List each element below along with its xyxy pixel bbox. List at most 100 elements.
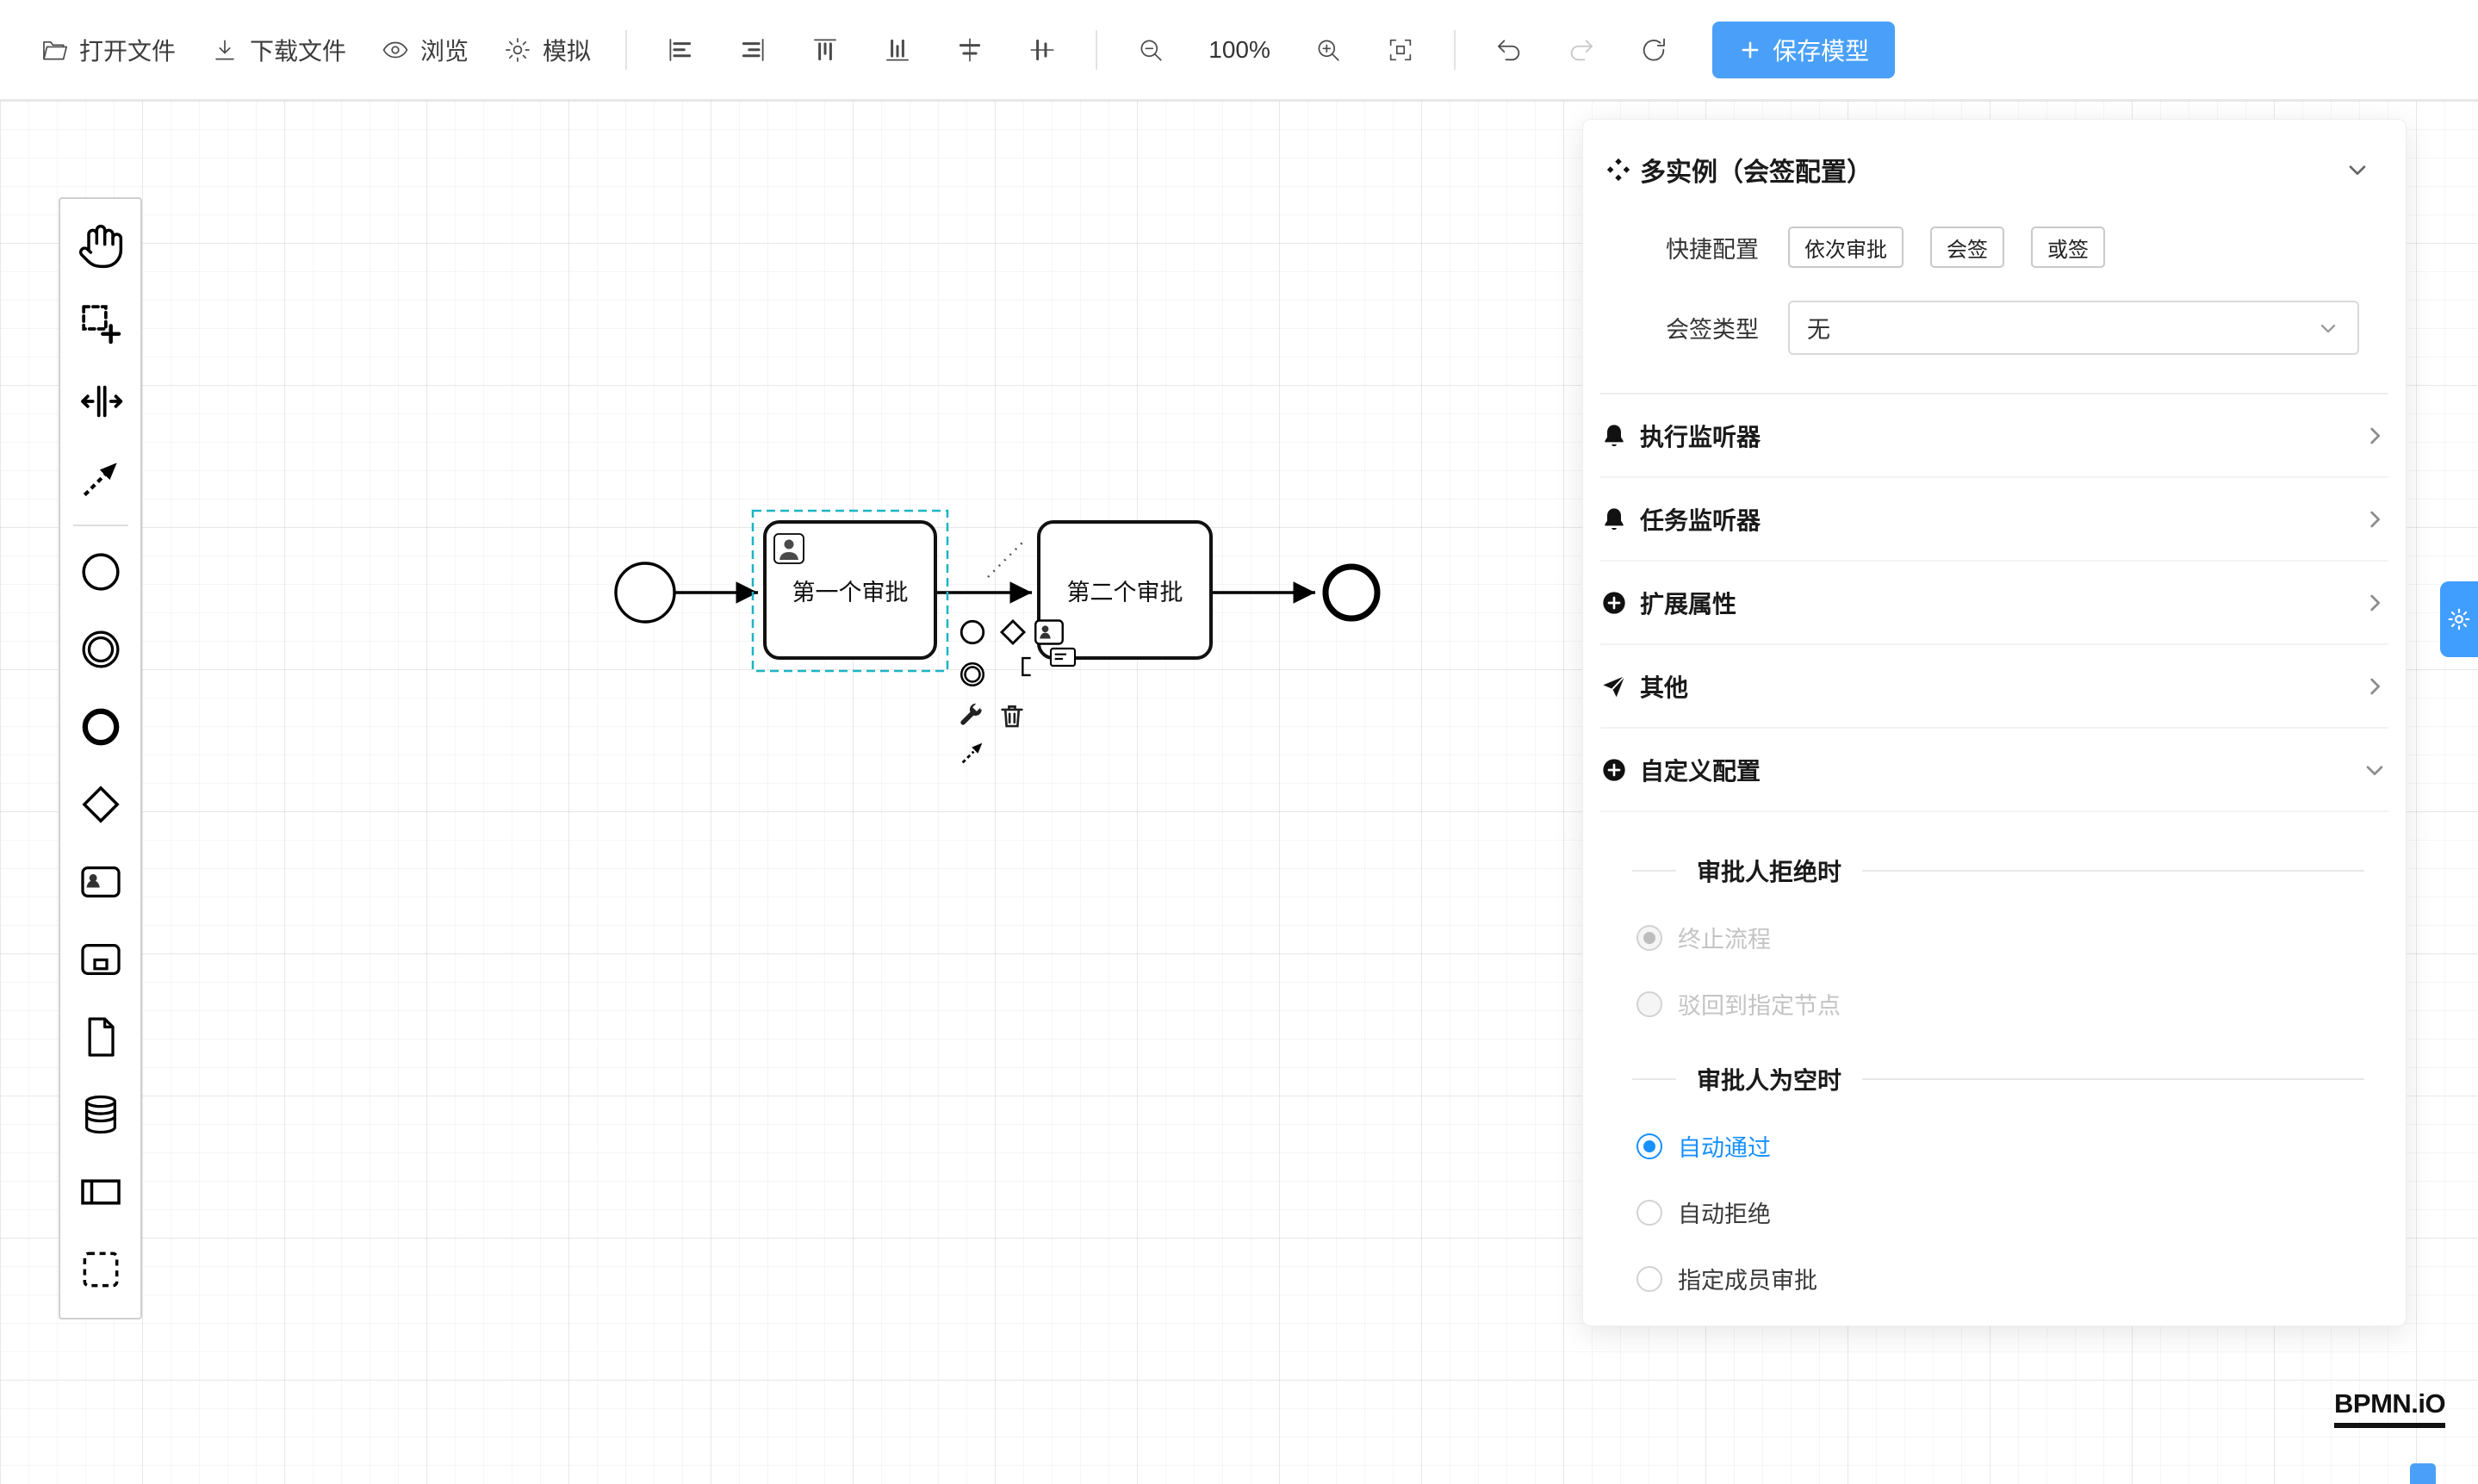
radio-designated-member[interactable]: 指定成员审批 <box>1583 1262 2406 1295</box>
pad-append-end-event[interactable] <box>958 618 987 647</box>
palette-item-file[interactable] <box>60 998 140 1076</box>
panel-header[interactable]: 多实例（会签配置） <box>1583 120 2406 194</box>
global-connect-icon <box>83 463 117 497</box>
refresh-button[interactable] <box>1618 22 1690 78</box>
paper-plane-icon <box>1603 674 1625 697</box>
radio-auto-reject[interactable]: 自动拒绝 <box>1583 1195 2406 1229</box>
align-left-button[interactable] <box>644 22 717 78</box>
fit-view-button[interactable] <box>1364 22 1437 78</box>
radio-return-to-node[interactable]: 驳回到指定节点 <box>1583 987 2406 1021</box>
palette-item-gateway[interactable] <box>60 766 140 843</box>
user-task-icon <box>80 866 121 897</box>
palette-item-hand-tool[interactable] <box>60 208 140 285</box>
download-file-button[interactable]: 下载文件 <box>193 22 363 78</box>
task-node-second[interactable]: 第二个审批 <box>1037 520 1213 660</box>
radio-label[interactable]: 自动拒绝 <box>1678 1201 1771 1227</box>
simulate-button[interactable]: 模拟 <box>486 22 608 78</box>
radio-label[interactable]: 自动通过 <box>1678 1135 1771 1161</box>
palette-item-global-connect[interactable] <box>60 440 140 518</box>
radio-circle[interactable] <box>1636 924 1662 951</box>
radio-terminate-process[interactable]: 终止流程 <box>1583 921 2406 954</box>
align-center-horizontal-button[interactable] <box>934 22 1006 78</box>
multi-instance-icon <box>1606 158 1630 182</box>
panel-toggle-button[interactable] <box>2440 581 2478 657</box>
quick-option-sequential[interactable]: 依次审批 <box>1788 227 1904 268</box>
bpmn-diagram: 第一个审批 第二个审批 <box>614 509 1381 673</box>
palette-item-data-store[interactable] <box>60 1076 140 1153</box>
section-others[interactable]: 其他 <box>1600 645 2388 729</box>
palette-item-participant[interactable] <box>60 1153 140 1231</box>
zoom-out-button[interactable] <box>1115 22 1187 78</box>
pad-wrench[interactable] <box>956 701 985 730</box>
chevron-right-icon <box>2370 511 2380 527</box>
align-bottom-icon <box>883 35 912 65</box>
align-top-button[interactable] <box>789 22 861 78</box>
align-right-button[interactable] <box>717 22 789 78</box>
sign-type-select[interactable]: 无 <box>1788 301 2359 355</box>
section-custom-config[interactable]: 自定义配置 <box>1600 729 2388 812</box>
radio-circle[interactable] <box>1636 1265 1662 1292</box>
align-center-vertical-button[interactable] <box>1006 22 1078 78</box>
simulate-label: 模拟 <box>543 37 592 65</box>
divider-line <box>1862 870 2364 872</box>
gear-icon <box>503 35 532 65</box>
palette-item-group[interactable] <box>60 1231 140 1308</box>
start-event-node[interactable] <box>614 562 676 624</box>
radio-circle[interactable] <box>1636 1133 1662 1159</box>
task-node-first[interactable]: 第一个审批 <box>751 509 949 673</box>
palette-item-end-event[interactable] <box>60 688 140 766</box>
save-model-button[interactable]: 保存模型 <box>1712 21 1896 78</box>
sign-type-label: 会签类型 <box>1666 317 1759 343</box>
plus-icon <box>1742 41 1759 58</box>
pad-delete[interactable] <box>997 701 1027 730</box>
section-execution-listener[interactable]: 执行监听器 <box>1600 394 2388 478</box>
user-icon <box>779 539 798 560</box>
align-center-vertical-icon <box>1028 35 1057 65</box>
corner-blue-button[interactable] <box>2410 1463 2436 1484</box>
radio-label[interactable]: 终止流程 <box>1678 927 1771 953</box>
palette-item-lasso-tool[interactable] <box>60 285 140 363</box>
align-right-icon <box>738 35 767 65</box>
toolbar-separator <box>625 29 628 70</box>
palette-item-call-activity[interactable] <box>60 921 140 998</box>
radio-auto-pass[interactable]: 自动通过 <box>1583 1129 2406 1163</box>
radio-label[interactable]: 指定成员审批 <box>1678 1268 1817 1294</box>
palette-item-start-event[interactable] <box>60 533 140 611</box>
radio-label[interactable]: 驳回到指定节点 <box>1678 993 1841 1019</box>
zoom-in-button[interactable] <box>1292 22 1364 78</box>
file-icon <box>88 1017 115 1057</box>
section-task-listener[interactable]: 任务监听器 <box>1600 478 2388 562</box>
palette-item-space-tool[interactable] <box>60 363 140 440</box>
palette-separator <box>72 525 128 526</box>
pad-screen[interactable] <box>1049 646 1077 668</box>
chevron-down-icon <box>2349 165 2366 175</box>
participant-icon <box>80 1179 121 1205</box>
browse-label: 浏览 <box>420 37 469 65</box>
pad-text-annotation[interactable] <box>1015 654 1039 680</box>
data-store-icon <box>84 1095 116 1134</box>
bell-icon <box>1605 507 1624 530</box>
end-event-node[interactable] <box>1322 563 1381 622</box>
pad-append-user-task[interactable] <box>1034 618 1065 646</box>
section-label: 扩展属性 <box>1640 590 1737 618</box>
empty-section-title: 审批人为空时 <box>1583 1062 2406 1096</box>
quick-option-orsign[interactable]: 或签 <box>2031 227 2105 268</box>
radio-circle[interactable] <box>1636 990 1662 1017</box>
eye-icon <box>381 35 410 65</box>
start-event-icon <box>81 553 120 591</box>
redo-button[interactable] <box>1545 22 1618 78</box>
panel-title: 多实例（会签配置） <box>1640 158 1872 187</box>
quick-option-countersign[interactable]: 会签 <box>1930 227 2004 268</box>
browse-button[interactable]: 浏览 <box>363 22 486 78</box>
palette-item-user-task[interactable] <box>60 843 140 921</box>
pad-connect[interactable] <box>958 738 987 767</box>
open-file-button[interactable]: 打开文件 <box>22 22 193 78</box>
toolbar: 打开文件 下载文件 浏览 模拟 <box>0 0 2478 101</box>
undo-button[interactable] <box>1473 22 1545 78</box>
pad-append-intermediate-event[interactable] <box>958 660 987 689</box>
palette-item-intermediate-event[interactable] <box>60 611 140 688</box>
align-bottom-button[interactable] <box>861 22 934 78</box>
section-extended-properties[interactable]: 扩展属性 <box>1600 562 2388 645</box>
pad-append-gateway[interactable] <box>998 618 1028 647</box>
radio-circle[interactable] <box>1636 1199 1662 1226</box>
